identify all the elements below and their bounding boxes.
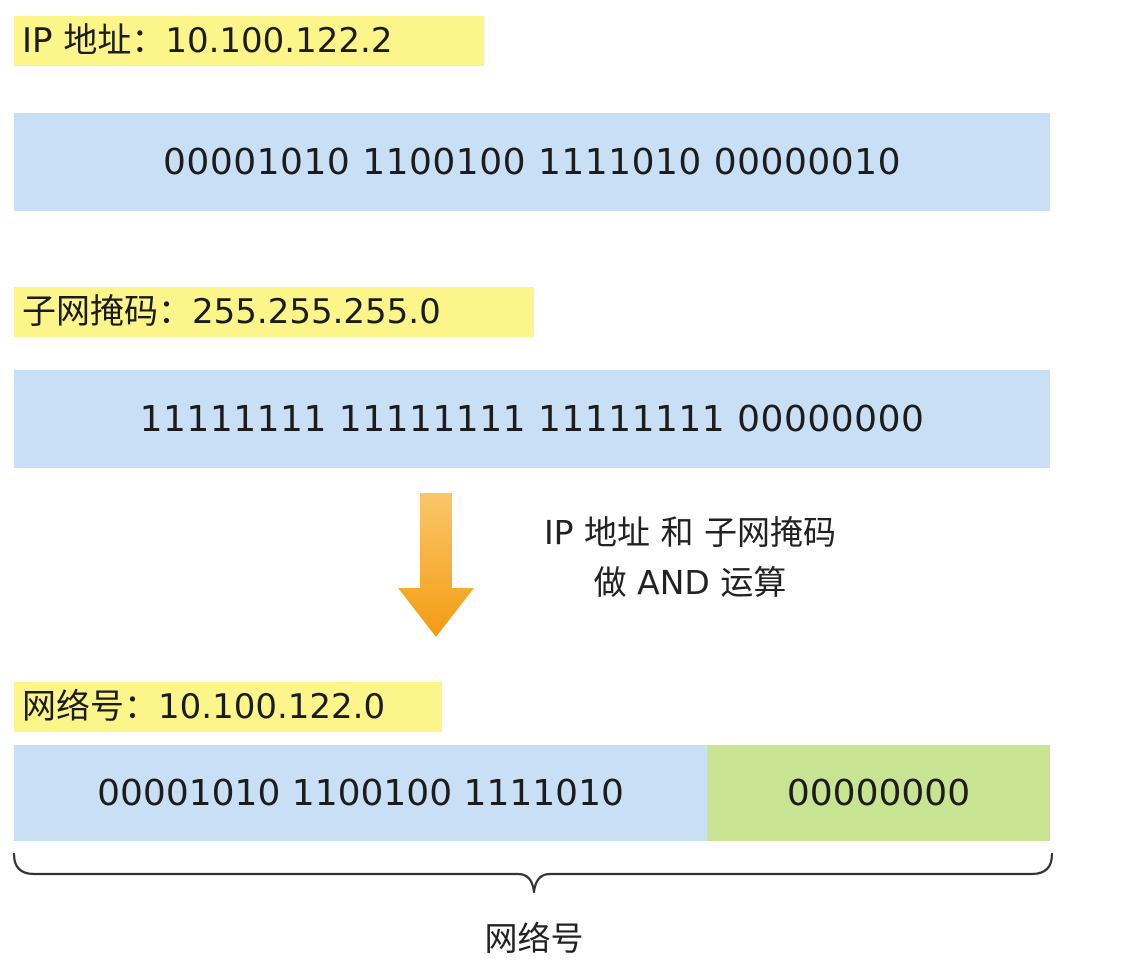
brace-network-label: 网络号 <box>484 919 584 958</box>
and-operation-line2: 做 AND 运算 <box>593 563 787 602</box>
host-part-binary: 00000000 <box>786 772 971 814</box>
and-operation-caption: IP 地址 和 子网掩码 做 AND 运算 <box>500 508 880 608</box>
subnet-mask-label: 子网掩码：255.255.255.0 <box>14 287 534 337</box>
host-part-bar: 00000000 <box>707 745 1050 841</box>
mask-binary-bar: 11111111 11111111 11111111 00000000 <box>14 370 1050 468</box>
network-number-label: 网络号：10.100.122.0 <box>14 682 442 732</box>
network-part-binary: 00001010 1100100 1111010 <box>97 772 624 814</box>
and-operation-line1: IP 地址 和 子网掩码 <box>543 513 837 552</box>
ip-binary-text: 00001010 1100100 1111010 00000010 <box>163 141 901 183</box>
network-part-bar: 00001010 1100100 1111010 <box>14 745 707 841</box>
ip-binary-bar: 00001010 1100100 1111010 00000010 <box>14 113 1050 211</box>
ip-address-label: IP 地址：10.100.122.2 <box>14 16 484 66</box>
mask-binary-text: 11111111 11111111 11111111 00000000 <box>139 398 925 440</box>
